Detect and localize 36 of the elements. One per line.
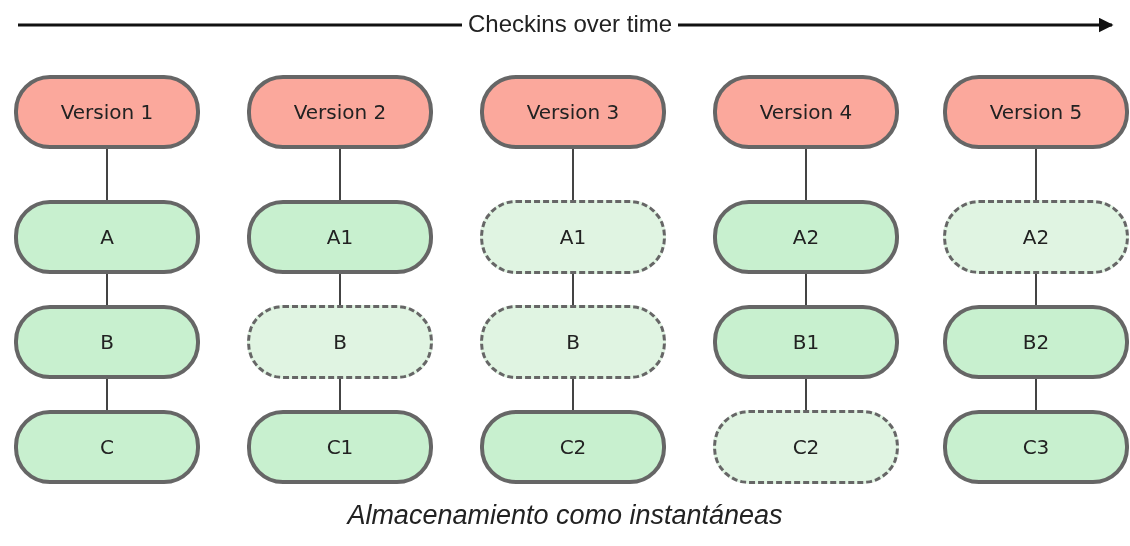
connector-line — [1035, 378, 1037, 411]
file-box: C3 — [943, 410, 1129, 484]
connector-line — [805, 148, 807, 201]
unchanged-file-box: A2 — [943, 200, 1129, 274]
connector-line — [339, 273, 341, 306]
connector-line — [572, 273, 574, 306]
version-box: Version 3 — [480, 75, 666, 149]
file-box: A2 — [713, 200, 899, 274]
connector-line — [339, 378, 341, 411]
connector-line — [1035, 273, 1037, 306]
unchanged-file-box: A1 — [480, 200, 666, 274]
file-box: B2 — [943, 305, 1129, 379]
version-box: Version 4 — [713, 75, 899, 149]
connector-line — [805, 273, 807, 306]
version-box: Version 5 — [943, 75, 1129, 149]
connector-line — [1035, 148, 1037, 201]
unchanged-file-box: C2 — [713, 410, 899, 484]
connector-line — [339, 148, 341, 201]
file-box: C1 — [247, 410, 433, 484]
connector-line — [572, 148, 574, 201]
file-box: A1 — [247, 200, 433, 274]
unchanged-file-box: B — [480, 305, 666, 379]
version-box: Version 1 — [14, 75, 200, 149]
version-box: Version 2 — [247, 75, 433, 149]
connector-line — [106, 378, 108, 411]
caption: Almacenamiento como instantáneas — [345, 500, 784, 531]
connector-line — [106, 273, 108, 306]
file-box: B1 — [713, 305, 899, 379]
file-box: A — [14, 200, 200, 274]
connector-line — [106, 148, 108, 201]
file-box: C2 — [480, 410, 666, 484]
file-box: C — [14, 410, 200, 484]
connector-line — [572, 378, 574, 411]
connector-line — [805, 378, 807, 411]
file-box: B — [14, 305, 200, 379]
unchanged-file-box: B — [247, 305, 433, 379]
